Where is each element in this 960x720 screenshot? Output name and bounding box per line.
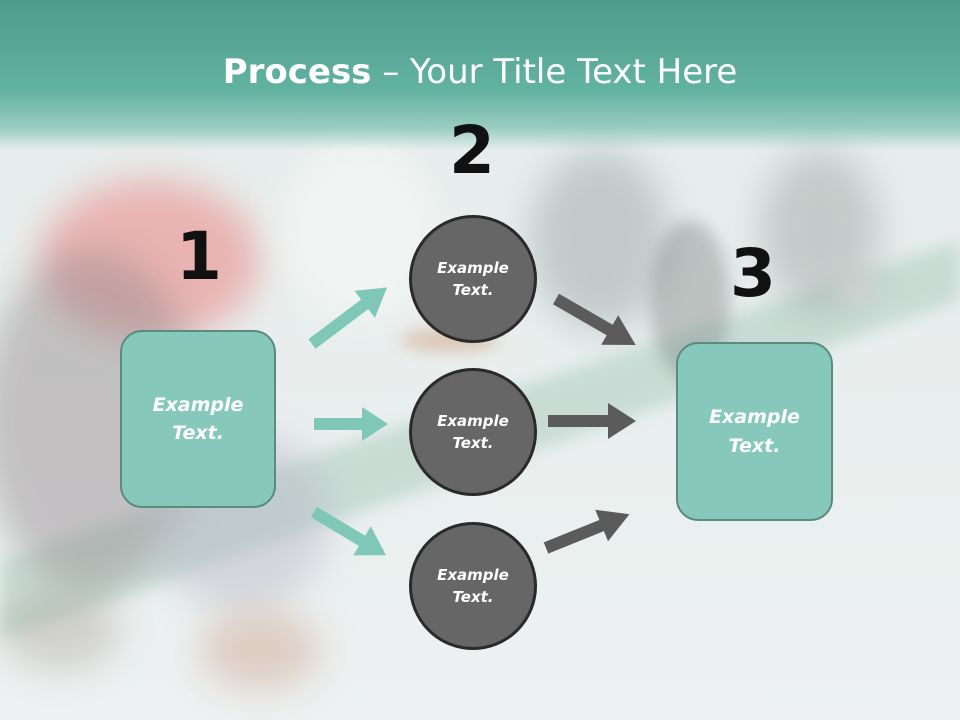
slide-title: Process – Your Title Text Here bbox=[0, 52, 960, 92]
circle-middle-line2: Text. bbox=[452, 434, 494, 452]
circle-top-line1: Example bbox=[437, 258, 509, 277]
step-number-2: 2 bbox=[449, 112, 495, 189]
circle-bottom-line1: Example bbox=[437, 565, 509, 584]
title-rest: – Your Title Text Here bbox=[371, 52, 738, 92]
step-number-3: 3 bbox=[730, 235, 776, 312]
arrow-from-circle-top bbox=[553, 293, 636, 345]
step-1-label-line2: Text. bbox=[172, 422, 224, 444]
step-3-box: Example Text. bbox=[676, 342, 833, 521]
step-1-label-line1: Example bbox=[152, 393, 244, 416]
circle-middle-line1: Example bbox=[437, 411, 509, 430]
step-1-box: Example Text. bbox=[120, 330, 276, 508]
title-bold: Process bbox=[222, 52, 372, 92]
circle-bottom-line2: Text. bbox=[452, 588, 494, 606]
circle-middle: Example Text. bbox=[409, 368, 537, 496]
arrow-to-circle-middle bbox=[314, 407, 388, 441]
step-3-label-line2: Text. bbox=[728, 434, 781, 457]
step-number-1: 1 bbox=[176, 218, 222, 295]
circle-top: Example Text. bbox=[409, 215, 537, 343]
arrow-to-circle-top bbox=[308, 287, 388, 349]
arrow-from-circle-middle bbox=[548, 403, 636, 439]
step-3-label-line1: Example bbox=[709, 406, 800, 428]
title-band bbox=[0, 0, 960, 150]
arrow-from-circle-bottom bbox=[543, 509, 630, 554]
circle-top-line2: Text. bbox=[452, 281, 494, 299]
circle-bottom: Example Text. bbox=[409, 522, 537, 650]
arrow-to-circle-bottom bbox=[310, 506, 387, 556]
